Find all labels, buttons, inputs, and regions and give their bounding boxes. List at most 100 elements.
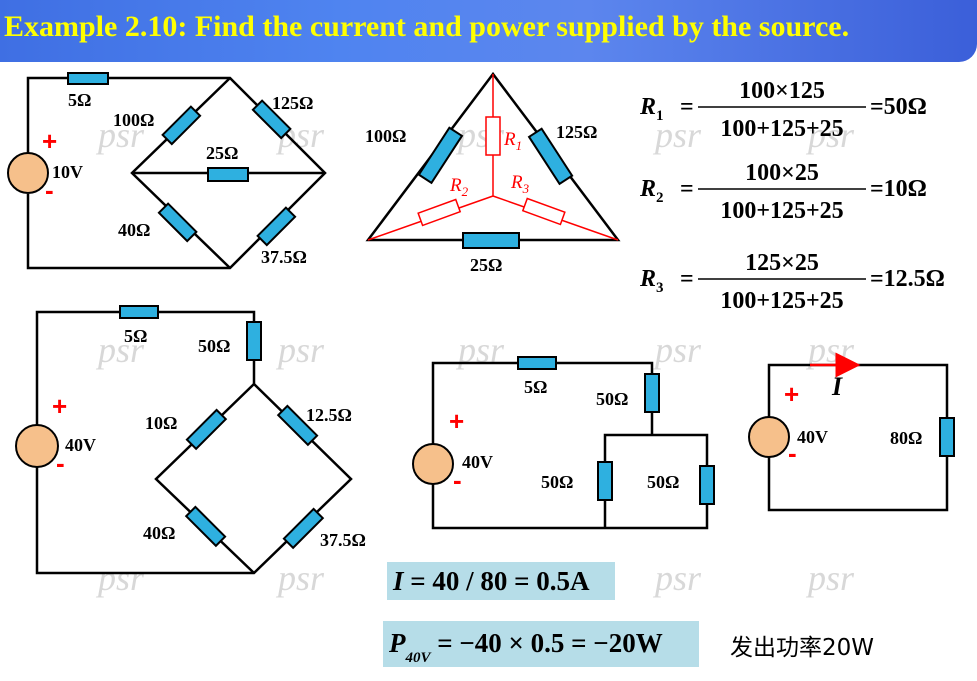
resistor-label: 37.5Ω [261, 247, 307, 267]
resistor [644, 373, 660, 413]
numerator: 100×125 [739, 78, 825, 104]
resistor [527, 127, 574, 186]
result: =50Ω [870, 94, 927, 120]
circuit-4: I + - 40V 80Ω [748, 352, 955, 512]
page-title: Example 2.10: Find the current and power… [4, 10, 850, 43]
watermark: psr [275, 330, 325, 370]
voltage-source [748, 416, 790, 458]
watermark: psr [652, 330, 702, 370]
resistor-label: 50Ω [596, 389, 628, 409]
wye-resistor [485, 116, 501, 156]
resistor [251, 99, 292, 140]
watermark: psr [652, 115, 702, 155]
equals-sign: = [680, 266, 694, 292]
source-label: 40V [65, 435, 96, 455]
resistor-label: 12.5Ω [306, 405, 352, 425]
circuit-2: + - 40V 5Ω 50Ω 10Ω 12.5Ω 40Ω 37.5Ω [15, 305, 366, 575]
numerator: 100×25 [745, 160, 819, 186]
resistor [939, 417, 955, 457]
resistor [119, 305, 159, 319]
resistor-label: 5Ω [68, 90, 91, 110]
result: =10Ω [870, 176, 927, 202]
equals-sign: = [680, 176, 694, 202]
circuit-3: + - 40V 5Ω 50Ω 50Ω 50Ω [412, 356, 715, 530]
equation-var: R2 [639, 176, 664, 206]
resistor [462, 232, 520, 249]
watermark: psr [805, 558, 855, 598]
voltage-source [15, 424, 59, 468]
equations: R1 = 100×125 100+125+25 =50Ω R2 = 100×25… [639, 78, 945, 314]
minus-sign: - [45, 175, 54, 205]
plus-sign: + [449, 406, 464, 436]
resistor-label: 50Ω [647, 472, 679, 492]
formula-lhs: P [389, 628, 406, 658]
minus-sign: - [788, 438, 797, 468]
source-label: 40V [462, 452, 493, 472]
watermark: psr [95, 115, 145, 155]
numerator: 125×25 [745, 250, 819, 276]
resistor-label: 40Ω [118, 220, 150, 240]
resistor-label: 25Ω [470, 255, 502, 275]
equation-var: R1 [639, 94, 664, 124]
voltage-source [412, 443, 454, 485]
resistor [276, 404, 319, 447]
resistor [256, 206, 297, 247]
denominator: 100+125+25 [720, 288, 843, 314]
resistor [597, 461, 613, 501]
formula-lhs: I [393, 566, 404, 596]
formula-rhs: = 40 / 80 = 0.5A [410, 566, 590, 596]
resistor-label: 50Ω [541, 472, 573, 492]
resistor-label: 80Ω [890, 428, 922, 448]
resistor [246, 321, 262, 361]
minus-sign: - [56, 448, 65, 478]
delta-wye-diagram: 100Ω 125Ω 25Ω R1 R2 R3 [365, 71, 621, 275]
resistor-label: 100Ω [113, 110, 154, 130]
power-note: 发出功率20W [730, 635, 875, 661]
resistor-label: 100Ω [365, 126, 406, 146]
wye-label-r3: R3 [510, 172, 530, 196]
minus-sign: - [453, 465, 462, 495]
resistor [207, 167, 249, 182]
resistor-label: 125Ω [556, 122, 597, 142]
source-label: 10V [52, 162, 83, 182]
resistor-label: 5Ω [124, 326, 147, 346]
wye-label-r1: R1 [503, 129, 522, 153]
wye-resistor [521, 197, 566, 226]
watermark: psr [95, 558, 145, 598]
current-formula: I = 40 / 80 = 0.5A [387, 562, 615, 600]
resistor-label: 40Ω [143, 523, 175, 543]
resistor-label: 10Ω [145, 413, 177, 433]
result: =12.5Ω [870, 266, 945, 292]
plus-sign: + [784, 379, 799, 409]
formula-rhs: = −40 × 0.5 = −20W [437, 628, 663, 658]
watermark: psr [275, 558, 325, 598]
watermark: psr [652, 558, 702, 598]
resistor-label: 5Ω [524, 377, 547, 397]
wye-resistor [417, 198, 462, 227]
watermarks: psr psr psr psr psr psr psr psr psr psr … [95, 115, 855, 598]
voltage-source [7, 152, 49, 194]
resistor [699, 465, 715, 505]
equation-var: R3 [639, 266, 664, 296]
title-bar: Example 2.10: Find the current and power… [0, 0, 977, 62]
resistor [282, 507, 325, 550]
resistor [184, 505, 227, 548]
resistor [67, 72, 109, 85]
resistor [417, 126, 464, 185]
resistor [517, 356, 557, 370]
power-formula: P40V = −40 × 0.5 = −20W [383, 621, 699, 667]
resistor [157, 202, 198, 243]
resistor [185, 408, 228, 451]
plus-sign: + [52, 391, 67, 421]
resistor-label: 25Ω [206, 143, 238, 163]
circuit-1: + - 10V 5Ω 100Ω 125Ω 25Ω 40Ω 37.5Ω [7, 72, 327, 270]
denominator: 100+125+25 [720, 116, 843, 142]
resistor [161, 105, 202, 146]
resistor-label: 37.5Ω [320, 530, 366, 550]
current-label: I [831, 372, 843, 401]
plus-sign: + [42, 126, 57, 156]
source-label: 40V [797, 427, 828, 447]
formula-sub: 40V [405, 650, 431, 666]
wye-label-r2: R2 [449, 175, 469, 199]
